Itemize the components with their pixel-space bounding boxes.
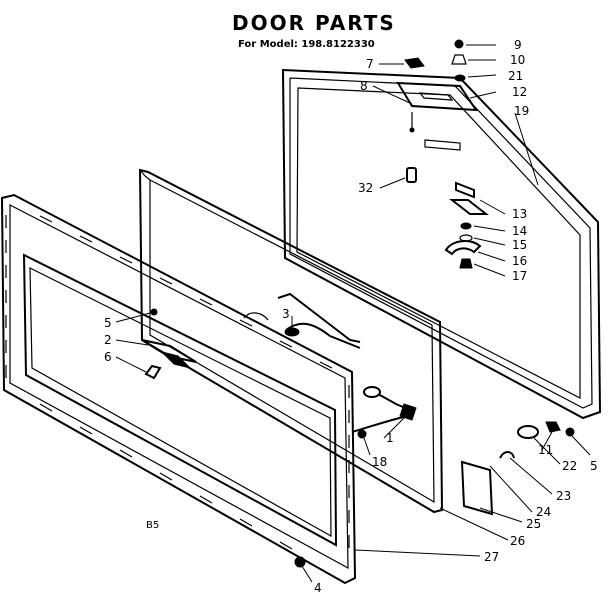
callout-2: 2	[104, 333, 112, 347]
leader-lines	[115, 44, 591, 583]
callout-8: 8	[360, 79, 368, 93]
callout-6: 6	[104, 350, 112, 364]
callout-16: 16	[512, 254, 527, 268]
callout-21: 21	[508, 69, 523, 83]
hinge-assembly-top	[396, 39, 478, 133]
hinge-assembly-bottom	[460, 421, 575, 516]
callout-3: 3	[282, 307, 290, 321]
callout-12: 12	[512, 85, 527, 99]
hinge-assembly-lower	[444, 181, 489, 269]
callout-18: 18	[372, 455, 387, 469]
switch-assembly-part-1	[351, 386, 417, 439]
callout-19: 19	[514, 104, 529, 118]
latch-rod-part-3	[243, 292, 361, 349]
callout-10: 10	[510, 53, 525, 67]
callout-27: 27	[484, 550, 499, 564]
window-plate-part-2	[141, 308, 197, 380]
callout-7: 7	[366, 57, 374, 71]
callout-11: 11	[538, 443, 553, 457]
reference-code: B5	[146, 520, 159, 531]
callout-17: 17	[512, 269, 527, 283]
callout-14: 14	[512, 224, 527, 238]
inner-door-panel	[0, 193, 357, 585]
callout-5-left: 5	[104, 316, 112, 330]
spacer-part-32	[406, 167, 417, 183]
callout-23: 23	[556, 489, 571, 503]
callout-24: 24	[536, 505, 551, 519]
callout-22: 22	[562, 459, 577, 473]
callout-25: 25	[526, 517, 541, 531]
callout-9: 9	[514, 38, 522, 52]
callout-labels: 9 10 21 12 19 7 8 32 13 14 15 16 17 3 5 …	[104, 38, 598, 595]
callout-13: 13	[512, 207, 527, 221]
callout-1: 1	[386, 431, 394, 445]
callout-5-right: 5	[590, 459, 598, 473]
callout-15: 15	[512, 238, 527, 252]
callout-26: 26	[510, 534, 525, 548]
diagram-title: DOOR PARTS	[232, 11, 396, 35]
callout-4: 4	[314, 581, 322, 595]
callout-32: 32	[358, 181, 373, 195]
model-subtitle: For Model: 198.8122330	[238, 39, 375, 50]
screw-part-4	[294, 556, 306, 568]
door-frame-part-19	[281, 68, 602, 420]
